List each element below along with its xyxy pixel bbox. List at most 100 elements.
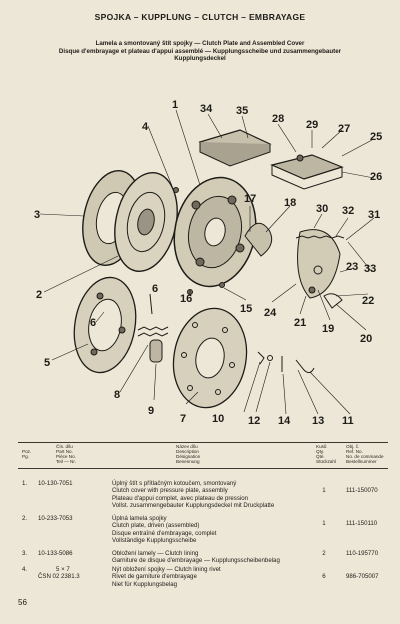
exploded-clutch-diagram: 1 2 3 4 5 6 7 8 9 10 11 12 13 14 15 16 1…: [34, 99, 382, 427]
hdr-qty-2: Qté.: [316, 454, 325, 460]
col-header-pos: Poz. Pg.: [22, 449, 31, 459]
hdr-part-0: Čís. dílu: [56, 444, 73, 449]
desc-en: Clutch plate, driven (assembled): [112, 522, 200, 530]
page-number: 56: [18, 598, 27, 607]
callout-23: 23: [346, 261, 358, 273]
row-part-no: 10-130-7051: [38, 480, 73, 487]
hdr-ref-2: No. de commande: [346, 454, 384, 460]
desc-fr: Rivet de garniture d'embrayage: [112, 573, 197, 581]
release-lever-drawing: [244, 222, 341, 299]
row-qty: 1: [322, 520, 326, 527]
callout-18: 18: [284, 197, 296, 209]
row-part-no: 10-133-5086: [38, 550, 73, 557]
row-qty: 2: [322, 550, 326, 557]
callout-12: 12: [248, 415, 260, 427]
caption-line-2: Disque d'embrayage et plateau d'appui as…: [58, 47, 342, 55]
callout-32: 32: [342, 205, 354, 217]
callout-2: 2: [36, 289, 42, 301]
callout-24: 24: [264, 307, 277, 319]
callout-15: 15: [240, 303, 252, 315]
callout-34: 34: [200, 103, 213, 115]
pressure-plate-drawing: [73, 276, 137, 374]
callout-3: 3: [34, 209, 40, 221]
figure-caption: Lamela a smontovaný štít spojky — Clutch…: [0, 40, 400, 63]
hdr-desc-0: Název dílu: [176, 444, 198, 449]
callout-11: 11: [342, 415, 354, 427]
callout-5: 5: [44, 357, 50, 369]
hdr-desc-3: Benennung: [176, 459, 200, 465]
row-ref-no: 111-150070: [346, 487, 378, 494]
callout-17: 17: [244, 193, 256, 205]
callout-9: 9: [148, 405, 154, 417]
row-ref-no: 986-705007: [346, 573, 379, 580]
desc-fr-de: Garniture de disque d'embrayage — Kupplu…: [112, 557, 280, 565]
hdr-part-3: Teil — Nr.: [56, 459, 76, 465]
hdr-qty-3: Stückzahl: [316, 459, 336, 465]
callout-30: 30: [316, 203, 328, 215]
clutch-cover-drawing: [173, 176, 257, 288]
row-qty: 6: [322, 573, 326, 580]
callout-19: 19: [322, 323, 334, 335]
row-pos: 4.: [22, 566, 28, 573]
hdr-part-1: Part No.: [56, 449, 73, 455]
hdr-desc-2: Désignation: [176, 454, 201, 460]
callout-6b: 6: [152, 283, 158, 295]
spring-drawing: [137, 326, 169, 337]
callout-14: 14: [278, 415, 291, 427]
row-pos: 2.: [22, 515, 28, 522]
callout-4: 4: [142, 121, 149, 133]
hdr-desc-1: Description: [176, 449, 199, 455]
row-description: Úplný štít s přítlačným kotoučem, smonto…: [112, 480, 312, 510]
row-qty: 1: [322, 487, 326, 494]
callout-16: 16: [180, 293, 192, 305]
hdr-ref-3: Bestellnummer: [346, 459, 377, 465]
col-header-part: Čís. dílu Part No. Pièce No. Teil — Nr.: [56, 444, 76, 464]
row-part-no: 5 × 7 ČSN 02 2381.3: [38, 566, 108, 581]
row-pos: 1.: [22, 480, 28, 487]
desc-cz-en: Obložení lamely — Clutch lining: [112, 550, 199, 557]
callout-25: 25: [370, 131, 382, 143]
hdr-pos-0: Poz.: [22, 449, 32, 454]
callout-22: 22: [362, 295, 374, 307]
cover-plate-drawing: [172, 307, 248, 409]
hdr-qty-0: Kusů: [316, 444, 327, 449]
hdr-ref-0: Obj. č.: [346, 444, 360, 449]
desc-de: Vollständige Kupplungsscheibe: [112, 537, 197, 545]
desc-cz-en: Nýt obložení spojky — Clutch lining rive…: [112, 566, 221, 573]
row-ref-no: 111-150110: [346, 520, 378, 527]
desc-en: Clutch cover with pressure plate, assemb…: [112, 487, 228, 495]
hdr-ref-1: Ref. No.: [346, 449, 363, 455]
col-header-ref: Obj. č. Ref. No. No. de commande Bestell…: [346, 444, 384, 464]
callout-27: 27: [338, 123, 350, 135]
row-description: Úplná lamela spojky Clutch plate, driven…: [112, 515, 312, 545]
col-header-desc: Název dílu Description Désignation Benen…: [176, 444, 200, 464]
row-part-no: 10-233-7053: [38, 515, 73, 522]
pin-drawing: [149, 293, 153, 315]
table-header-rule: [18, 468, 388, 469]
callout-31: 31: [368, 209, 380, 221]
sleeve-drawing: [149, 339, 163, 363]
row-description: Obložení lamely — Clutch lining Garnitur…: [112, 550, 312, 565]
desc-fr: Plateau d'appui complet, avec plateau de…: [112, 494, 248, 502]
part-standard: ČSN 02 2381.3: [38, 573, 80, 581]
part-size: 5 × 7: [56, 566, 70, 573]
clutch-plate-drawing: [114, 171, 178, 273]
desc-cz: Úplná lamela spojky: [112, 515, 167, 522]
table-top-rule: [18, 442, 388, 443]
callout-21: 21: [294, 317, 306, 329]
caption-line-3: Kupplungsdeckel: [174, 55, 226, 63]
row-pos: 3.: [22, 550, 28, 557]
callout-28: 28: [272, 113, 284, 125]
callout-35: 35: [236, 105, 248, 117]
page-title: SPOJKA – KUPPLUNG – CLUTCH – EMBRAYAGE: [94, 12, 306, 22]
desc-de: Vollst. zusammengebauter Kupplungsdeckel…: [112, 502, 275, 510]
col-header-qty: Kusů Qty. Qté. Stückzahl: [316, 444, 336, 464]
leader-lines: [39, 109, 375, 415]
hdr-part-2: Pièce No.: [56, 454, 76, 460]
return-spring-drawing: [295, 235, 345, 239]
release-bearing-drawing: [198, 129, 344, 190]
desc-fr: Disque entraîné d'embrayage, complet: [112, 529, 217, 537]
caption-line-1: Lamela a smontovaný štít spojky — Clutch…: [95, 40, 305, 47]
small-hardware-drawing: [173, 187, 343, 374]
callout-6: 6: [90, 317, 96, 329]
